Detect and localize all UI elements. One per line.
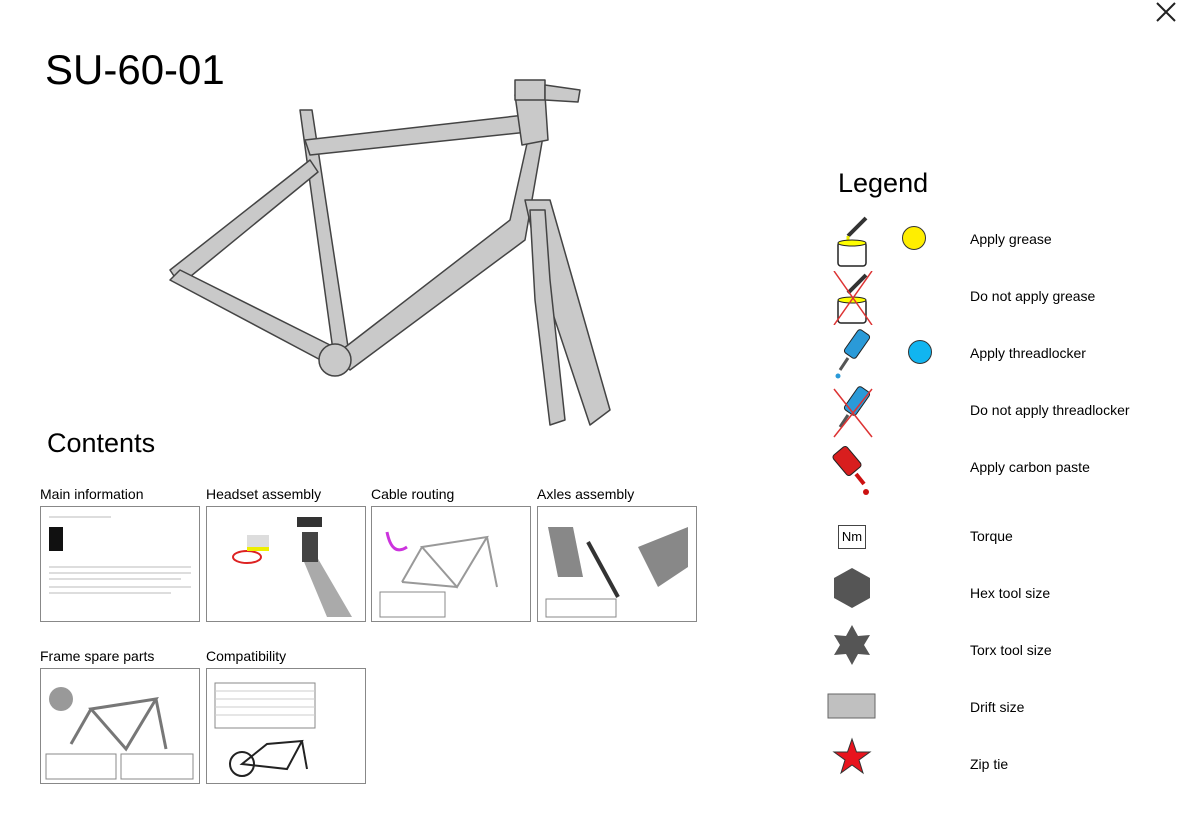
contents-item-main-information[interactable]: Main information [40, 486, 200, 622]
legend-label: Apply threadlocker [970, 345, 1086, 361]
legend-item-hex: Hex tool size [826, 556, 1166, 613]
legend-label: Apply carbon paste [970, 459, 1090, 475]
close-icon [1156, 2, 1176, 22]
grease-jar-icon [837, 216, 868, 267]
legend-heading: Legend [838, 168, 929, 198]
legend-item-torx: Torx tool size [826, 613, 1166, 670]
legend-label: Drift size [970, 699, 1025, 715]
legend-item-no-threadlocker: Do not apply threadlocker [826, 385, 1166, 442]
contents-item-frame-spare-parts[interactable]: Frame spare parts [40, 648, 200, 784]
page-thumbnail[interactable] [371, 506, 531, 622]
page-thumbnail[interactable] [206, 506, 366, 622]
torx-icon [834, 625, 870, 665]
drift-icon [827, 693, 876, 719]
legend-label: Do not apply grease [970, 288, 1096, 304]
threadlocker-bottle-icon [835, 329, 871, 379]
legend-item-no-grease: Do not apply grease [826, 271, 1166, 328]
legend-item-drift: Drift size [826, 670, 1166, 727]
contents-item-label: Headset assembly [206, 486, 322, 502]
no-grease-icon [833, 271, 873, 325]
legend-item-zip-tie: Zip tie [826, 727, 1166, 784]
page-thumbnail[interactable] [40, 668, 200, 784]
contents-heading: Contents [47, 428, 156, 458]
contents-item-label: Frame spare parts [40, 648, 155, 664]
legend-label: Torx tool size [970, 642, 1052, 658]
legend-item-apply-threadlocker: Apply threadlocker [826, 328, 1166, 385]
legend-label: Torque [970, 528, 1013, 544]
legend-item-carbon-paste: Apply carbon paste [826, 442, 1166, 499]
legend-label: Apply grease [970, 231, 1052, 247]
close-button[interactable] [1154, 0, 1177, 24]
page-title: SU-60-01 [45, 46, 225, 93]
contents-item-axles-assembly[interactable]: Axles assembly [537, 486, 697, 622]
page-thumbnail[interactable] [40, 506, 200, 622]
grease-color-dot [902, 226, 926, 250]
contents-item-label: Cable routing [371, 486, 455, 502]
contents-item-label: Axles assembly [537, 486, 635, 502]
contents-item-headset-assembly[interactable]: Headset assembly [206, 486, 366, 622]
legend-item-apply-grease: Apply grease [826, 214, 1166, 271]
hex-icon [834, 568, 870, 608]
contents-item-cable-routing[interactable]: Cable routing [371, 486, 531, 622]
no-threadlocker-icon [833, 386, 873, 438]
contents-item-label: Main information [40, 486, 144, 502]
torque-icon: Nm [826, 499, 880, 553]
legend-label: Do not apply threadlocker [970, 402, 1130, 418]
legend-label: Zip tie [970, 756, 1009, 772]
legend-label: Hex tool size [970, 585, 1051, 601]
contents-item-label: Compatibility [206, 648, 287, 664]
contents-item-compatibility[interactable]: Compatibility [206, 648, 366, 784]
bike-frame-illustration [169, 79, 611, 426]
threadlocker-color-dot [908, 340, 932, 364]
torque-badge: Nm [838, 525, 866, 549]
carbon-paste-icon [832, 445, 869, 495]
zip-tie-star-icon [832, 737, 872, 775]
page-thumbnail[interactable] [206, 668, 366, 784]
legend-item-torque: Nm Torque [826, 499, 1166, 556]
page-thumbnail[interactable] [537, 506, 697, 622]
